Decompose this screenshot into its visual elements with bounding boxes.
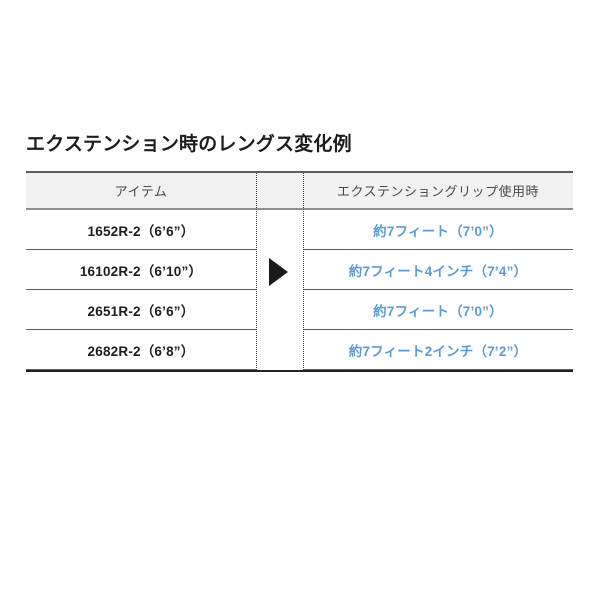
length-change-table: アイテム エクステンショングリップ使用時 1652R-2（6’6”） 約7フィー… (26, 171, 573, 372)
table-row: 16102R-2（6’10”） 約7フィート4インチ（7’4”） (26, 250, 573, 290)
cell-extension: 約7フィート2インチ（7’2”） (348, 344, 528, 359)
table-row: 2651R-2（6’6”） 約7フィート（7’0”） (26, 290, 573, 330)
column-header-extension: エクステンショングリップ使用時 (336, 184, 540, 199)
table-row: 1652R-2（6’6”） 約7フィート（7’0”） (26, 210, 573, 250)
column-header-arrow (256, 173, 303, 208)
cell-extension: 約7フィート（7’0”） (373, 304, 503, 319)
table-header-row: アイテム エクステンショングリップ使用時 (26, 173, 573, 210)
table-row: 2682R-2（6’8”） 約7フィート2インチ（7’2”） (26, 330, 573, 370)
column-header-item: アイテム (114, 184, 168, 199)
cell-item: 2682R-2（6’8”） (87, 344, 195, 359)
table-grid: アイテム エクステンショングリップ使用時 1652R-2（6’6”） 約7フィー… (26, 171, 573, 372)
right-triangle-arrow-icon (269, 257, 288, 286)
cell-arrow-spacer (256, 290, 303, 330)
cell-arrow-spacer (256, 330, 303, 370)
cell-extension: 約7フィート（7’0”） (373, 224, 503, 239)
cell-extension: 約7フィート4インチ（7’4”） (348, 264, 528, 279)
cell-item: 2651R-2（6’6”） (87, 304, 195, 319)
cell-item: 16102R-2（6’10”） (79, 264, 203, 279)
page-title: エクステンション時のレングス変化例 (26, 134, 352, 155)
cell-arrow-spacer (256, 210, 303, 250)
cell-item: 1652R-2（6’6”） (87, 224, 195, 239)
